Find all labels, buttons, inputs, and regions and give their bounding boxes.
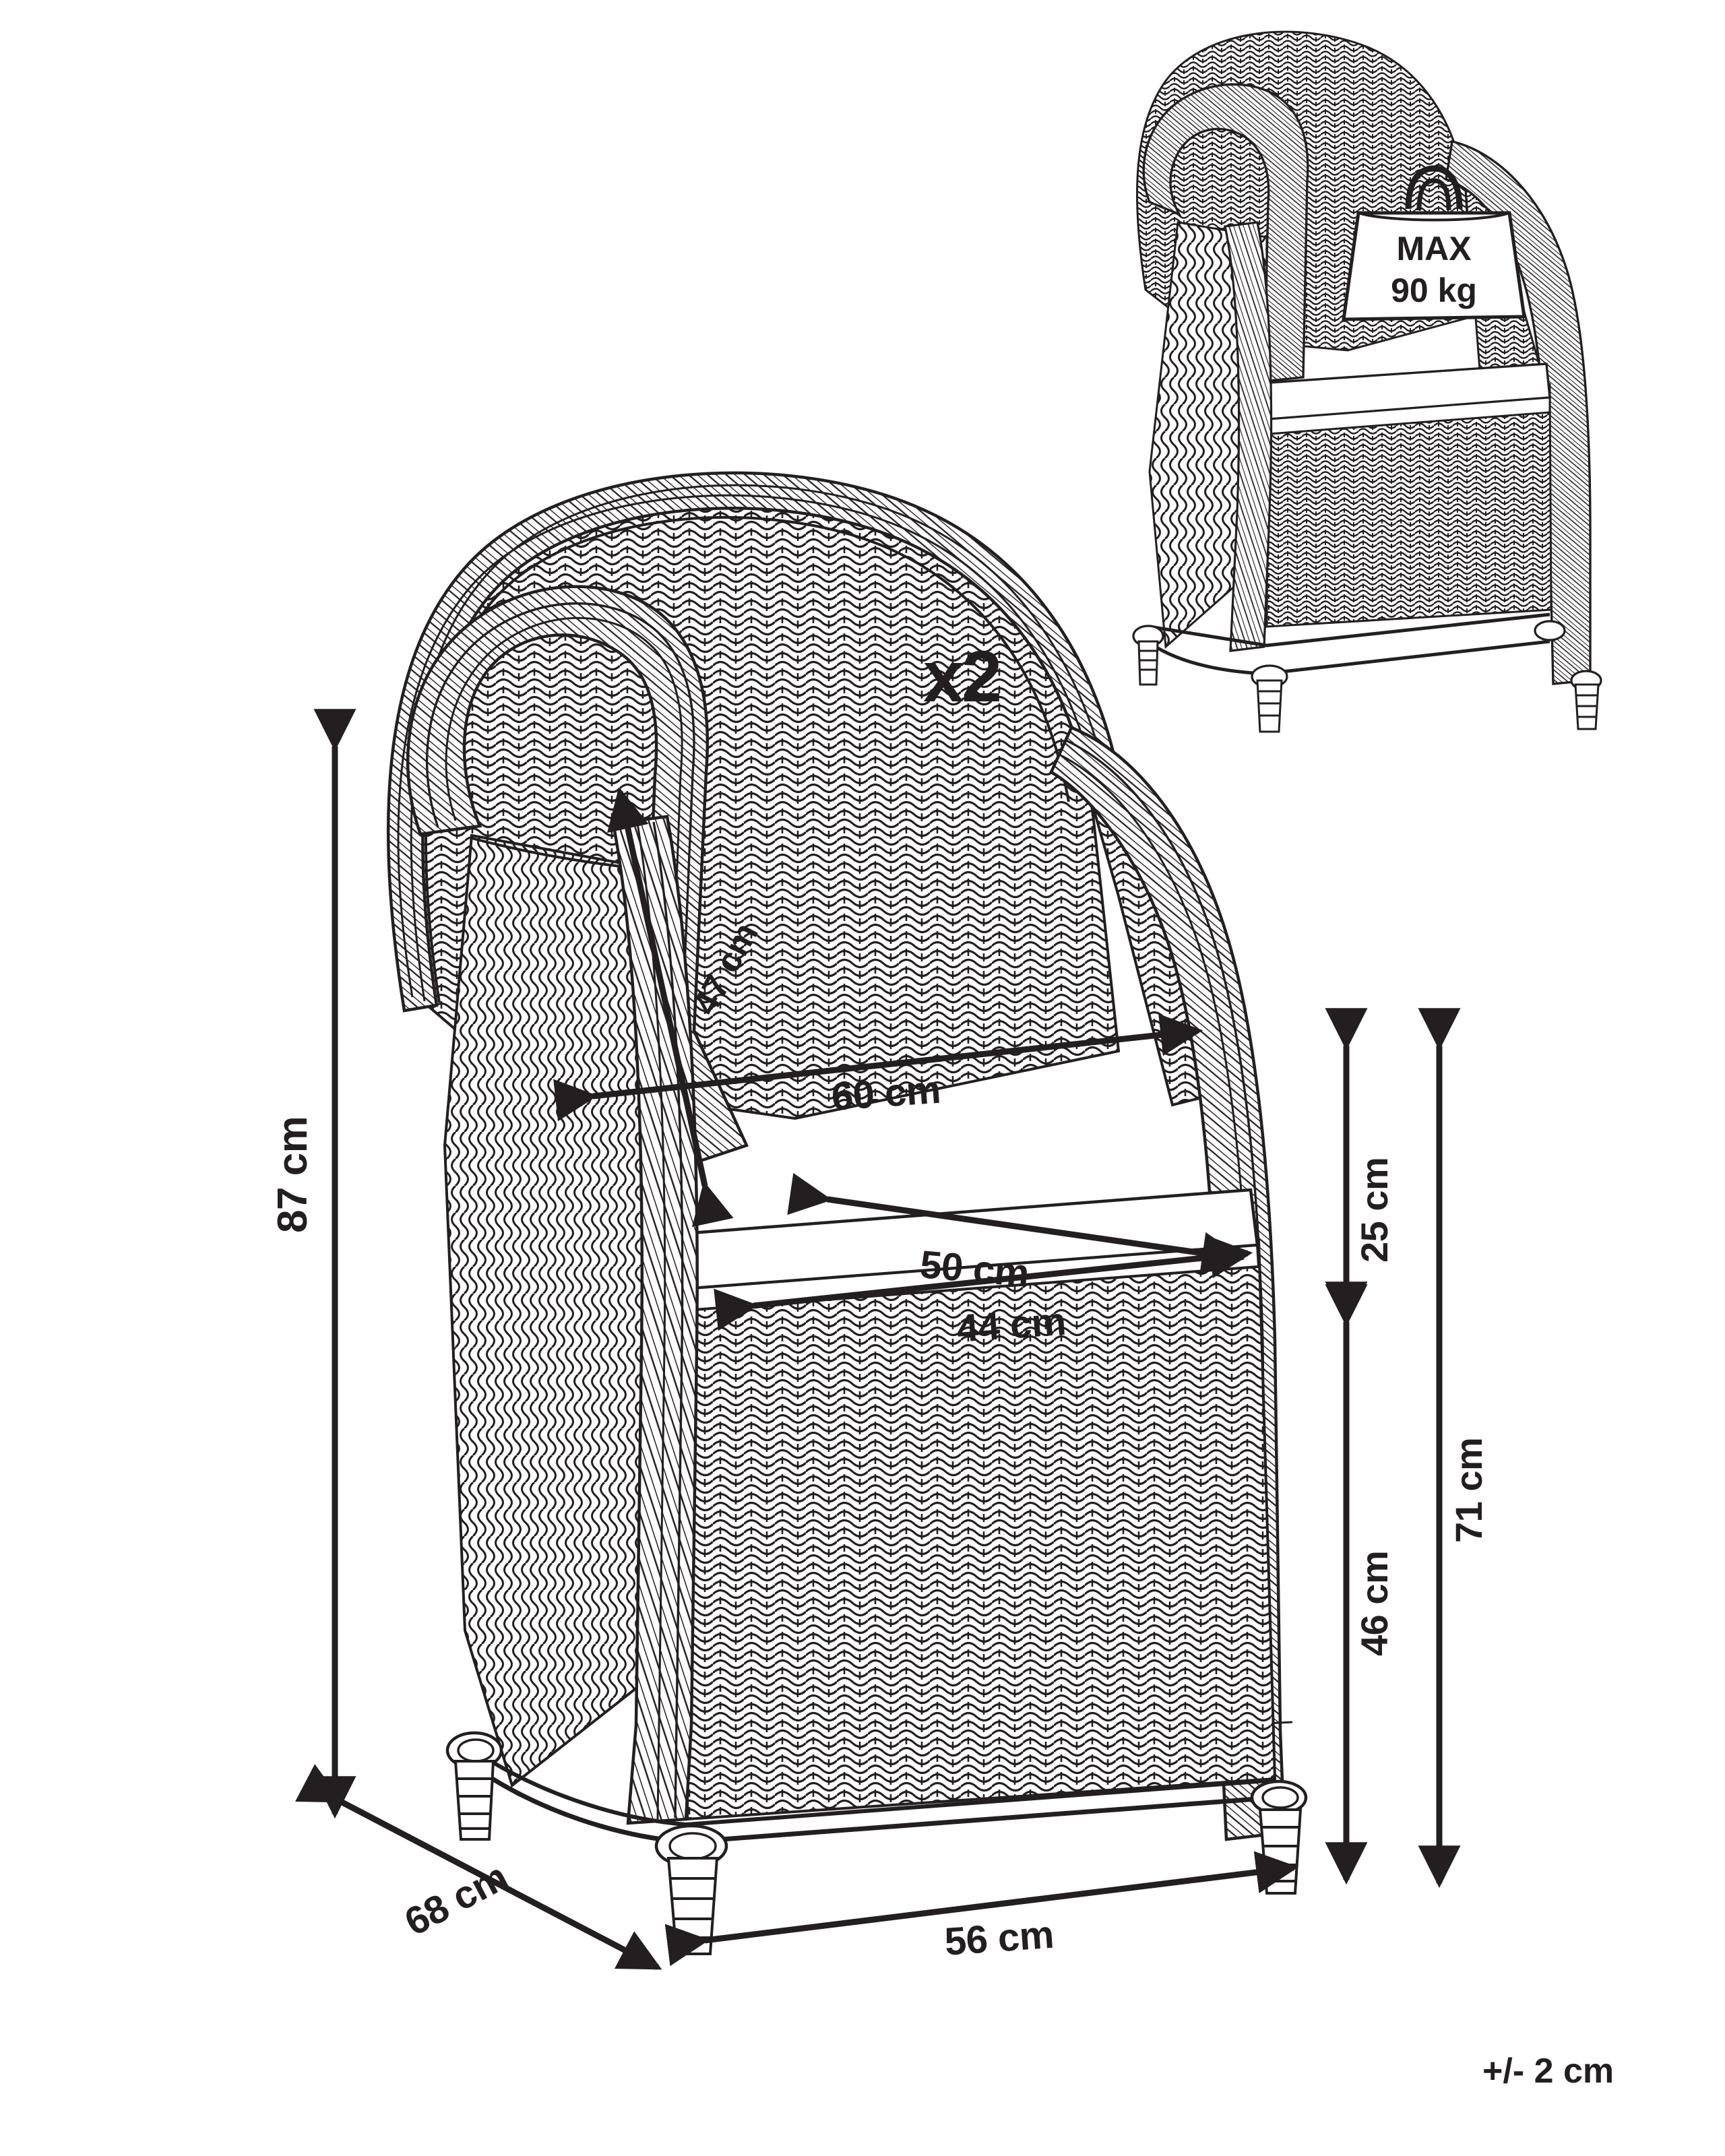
quantity-label: x2 xyxy=(923,635,1002,717)
dimension-arrows xyxy=(294,709,1461,1970)
dimension-label-46cm: 46 cm xyxy=(1353,1550,1395,1656)
inset-chair-illustration: MAX 90 kg xyxy=(1132,30,1602,733)
dimension-label-71cm: 71 cm xyxy=(1447,1437,1490,1543)
dimension-label-25cm: 25 cm xyxy=(1353,1157,1395,1263)
main-chair-illustration xyxy=(386,471,1308,1955)
dimension-arrow-56cm xyxy=(664,1851,1299,1967)
dimension-arrow-60cm xyxy=(553,1013,1203,1122)
max-tag-line2: 90 kg xyxy=(1391,272,1477,309)
dimension-arrow-44cm xyxy=(714,1236,1253,1331)
dimension-label-56cm: 56 cm xyxy=(943,1912,1055,1964)
dimension-label-87cm: 87 cm xyxy=(270,1116,316,1233)
dimension-label-60cm: 60 cm xyxy=(829,1067,942,1119)
max-load-tag: MAX 90 kg xyxy=(1342,165,1526,321)
dimension-label-44cm: 44 cm xyxy=(955,1299,1067,1351)
dimension-arrow-68cm xyxy=(294,1764,662,1970)
dimension-label-50cm: 50 cm xyxy=(918,1242,1031,1296)
tolerance-note: +/- 2 cm xyxy=(1482,2052,1614,2091)
max-tag-line1: MAX xyxy=(1396,230,1471,267)
